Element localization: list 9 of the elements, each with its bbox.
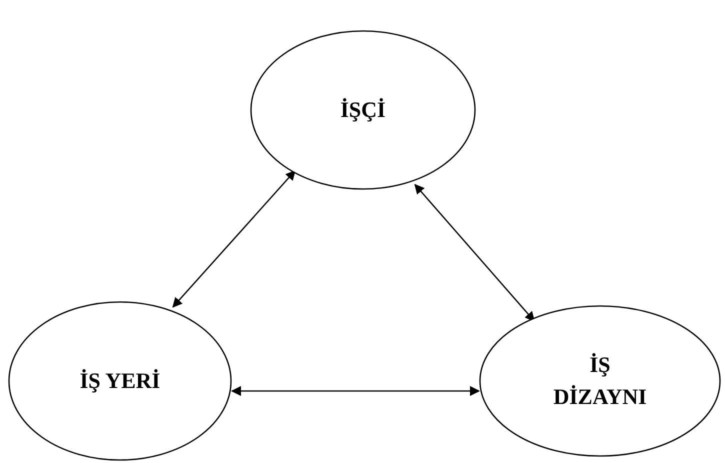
ellipse-node — [8, 301, 232, 461]
ellipse-node — [479, 305, 721, 457]
node-label: İŞ YERİ — [80, 367, 160, 395]
double-arrow — [172, 170, 296, 308]
ellipse-node — [250, 30, 476, 190]
double-arrow — [231, 386, 480, 396]
node-label: İŞ DİZAYNI — [552, 351, 648, 411]
node-label: İŞÇİ — [340, 96, 386, 124]
double-arrow — [414, 184, 535, 322]
